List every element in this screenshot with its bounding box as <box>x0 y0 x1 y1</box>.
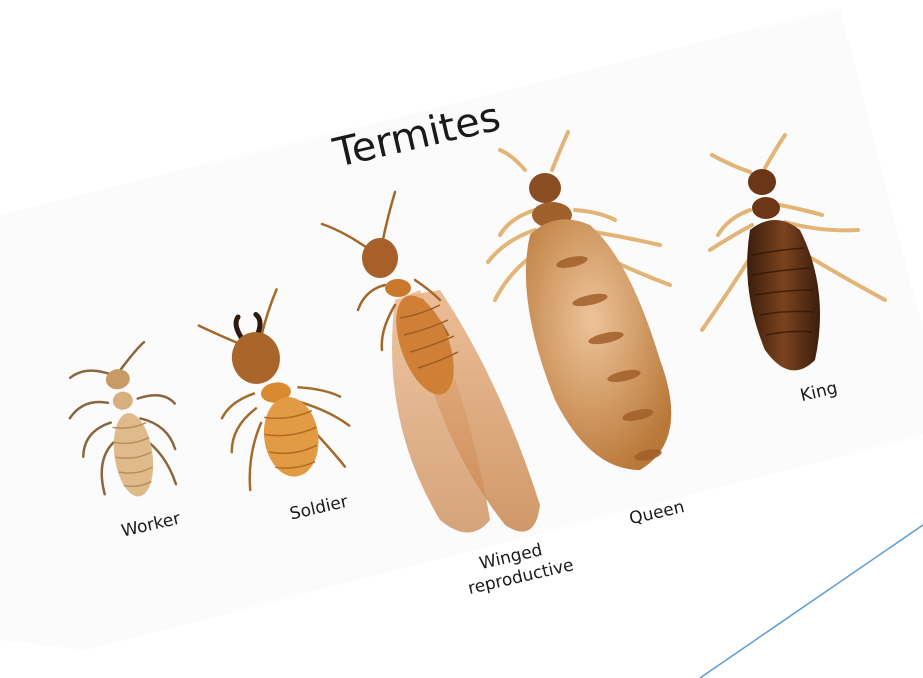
accent-line <box>700 525 923 678</box>
